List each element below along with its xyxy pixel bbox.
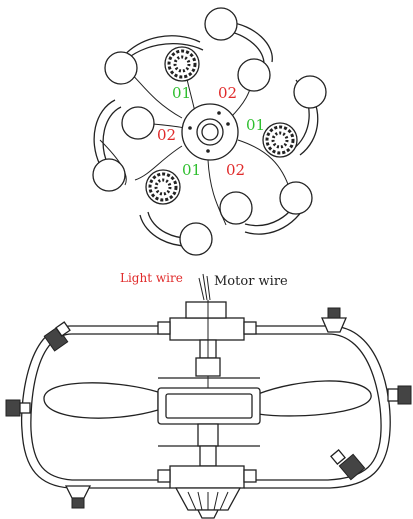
- wire-label-01: 01: [182, 161, 201, 179]
- socket-light-icon: [330, 449, 366, 481]
- motor-wire-label: Motor wire: [214, 274, 288, 289]
- wire-label-02: 02: [157, 126, 176, 144]
- socket-light-icon: [64, 485, 92, 509]
- socket-light-icon: [262, 122, 298, 158]
- globe-light-icon: [104, 51, 138, 85]
- top-sockets: [145, 46, 298, 205]
- top-globes: [92, 7, 327, 256]
- globe-light-icon: [121, 106, 155, 140]
- globe-light-icon: [179, 222, 213, 256]
- globe-light-icon: [237, 58, 271, 92]
- motor-hub-icon: [181, 103, 239, 161]
- wire-lines: [198, 273, 211, 301]
- globe-light-icon: [219, 191, 253, 225]
- socket-light-icon: [164, 46, 200, 82]
- socket-light-icon: [145, 169, 181, 205]
- side-view: [5, 300, 412, 519]
- socket-light-icon: [321, 307, 347, 333]
- wire-label-01: 01: [246, 116, 265, 134]
- globe-light-icon: [293, 75, 327, 109]
- light-wire-label: Light wire: [120, 271, 183, 285]
- wire-label-02: 02: [226, 161, 245, 179]
- fan-blade-icon: [257, 380, 372, 417]
- top-view: 01 02 02 01 01 02: [92, 7, 327, 256]
- fan-blade-icon: [43, 382, 159, 419]
- socket-light-icon: [387, 385, 412, 405]
- socket-light-icon: [5, 399, 31, 417]
- wire-label-01: 01: [172, 84, 191, 102]
- globe-light-icon: [92, 158, 126, 192]
- socket-light-icon: [43, 321, 71, 352]
- globe-light-icon: [204, 7, 238, 41]
- wire-label-02: 02: [218, 84, 237, 102]
- globe-light-icon: [279, 181, 313, 215]
